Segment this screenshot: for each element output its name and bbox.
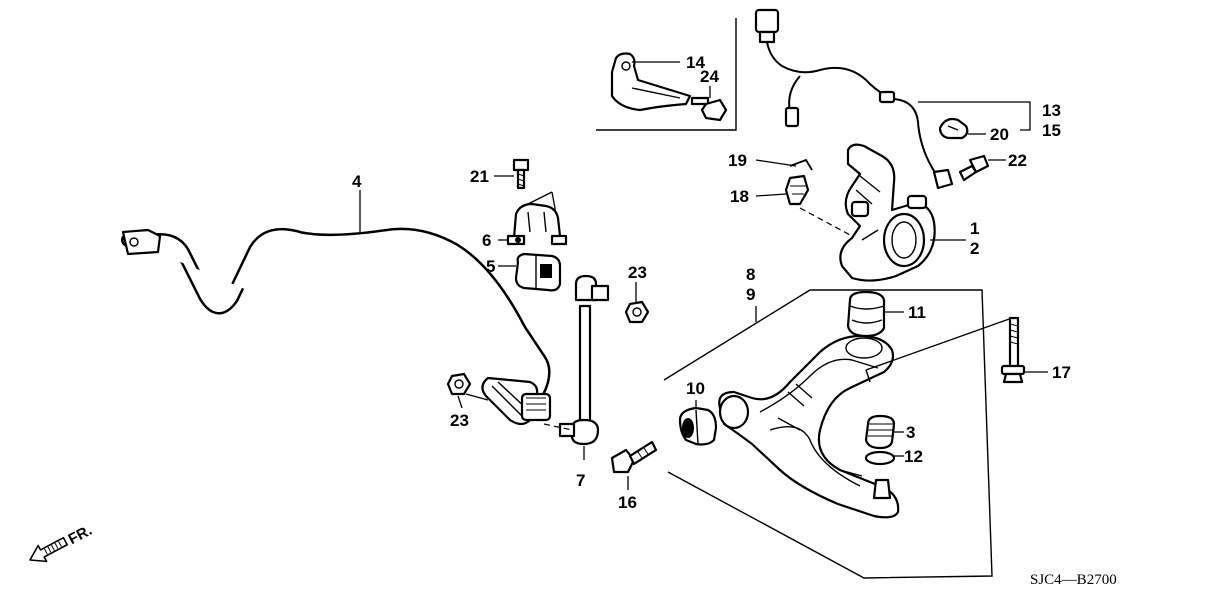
splash-guard[interactable]: [610, 52, 692, 112]
diagram-frames: [465, 18, 1013, 579]
castle-nut-18[interactable]: [784, 174, 810, 206]
front-direction-marker: FR.: [29, 522, 95, 563]
callout-6[interactable]: 6: [482, 231, 491, 250]
stabilizer-bracket[interactable]: [481, 376, 552, 426]
flange-bolt-24[interactable]: [690, 96, 728, 122]
self-locking-nut-23-lower[interactable]: [446, 372, 472, 396]
callout-23-upper[interactable]: 23: [628, 263, 647, 282]
wheel-speed-sensor[interactable]: [754, 8, 954, 190]
front-arrow-icon: [29, 536, 68, 563]
callout-11[interactable]: 11: [908, 303, 926, 322]
flange-bolt-22[interactable]: [958, 154, 990, 182]
callout-14[interactable]: 14: [686, 53, 705, 72]
ball-joint-boot-3[interactable]: [864, 414, 896, 450]
self-locking-nut-23-upper[interactable]: [624, 300, 650, 324]
ball-joint-clip-12[interactable]: [864, 450, 896, 466]
callout-16[interactable]: 16: [618, 493, 637, 512]
stabilizer-bushing[interactable]: [514, 252, 562, 292]
callout-9[interactable]: 9: [746, 285, 755, 304]
stabilizer-holder[interactable]: [506, 202, 568, 246]
callout-21[interactable]: 21: [470, 167, 489, 186]
callout-18[interactable]: 18: [730, 187, 749, 206]
sensor-clip-20[interactable]: [938, 117, 969, 140]
callout-20[interactable]: 20: [990, 125, 1009, 144]
callout-15[interactable]: 15: [1042, 121, 1061, 140]
cotter-pin-19[interactable]: [789, 158, 813, 171]
callout-17[interactable]: 17: [1052, 363, 1071, 382]
compliance-bushing-11[interactable]: [846, 290, 886, 338]
callout-22[interactable]: 22: [1008, 151, 1027, 170]
stabilizer-bar[interactable]: [121, 227, 551, 415]
lower-control-arm[interactable]: [718, 334, 900, 519]
flange-bolt-16[interactable]: [610, 440, 658, 474]
callout-12[interactable]: 12: [904, 447, 923, 466]
callout-2[interactable]: 2: [970, 239, 979, 258]
callout-10[interactable]: 10: [686, 379, 705, 398]
callout-4[interactable]: 4: [352, 172, 362, 191]
callout-5[interactable]: 5: [486, 257, 495, 276]
callout-23-lower[interactable]: 23: [450, 411, 469, 430]
callout-19[interactable]: 19: [728, 151, 747, 170]
drawing-code: SJC4—B2700: [1030, 572, 1117, 588]
leader-lines: [359, 61, 1048, 490]
callout-3[interactable]: 3: [906, 423, 915, 442]
flange-bolt-17[interactable]: [1000, 316, 1026, 384]
callout-labels: 4 21 6 5 23 23 7 8 9 10 11 3 12 16 17 14…: [352, 53, 1071, 512]
callout-7[interactable]: 7: [576, 471, 585, 490]
callout-1[interactable]: 1: [970, 219, 979, 238]
stabilizer-link[interactable]: [558, 274, 610, 446]
callout-24[interactable]: 24: [700, 67, 719, 86]
front-marker-label: FR.: [66, 522, 95, 548]
compliance-bushing-10[interactable]: [678, 406, 718, 446]
callout-13[interactable]: 13: [1042, 101, 1061, 120]
steering-knuckle[interactable]: [839, 143, 936, 282]
callout-8[interactable]: 8: [746, 265, 755, 284]
flange-bolt-21[interactable]: [512, 158, 530, 190]
